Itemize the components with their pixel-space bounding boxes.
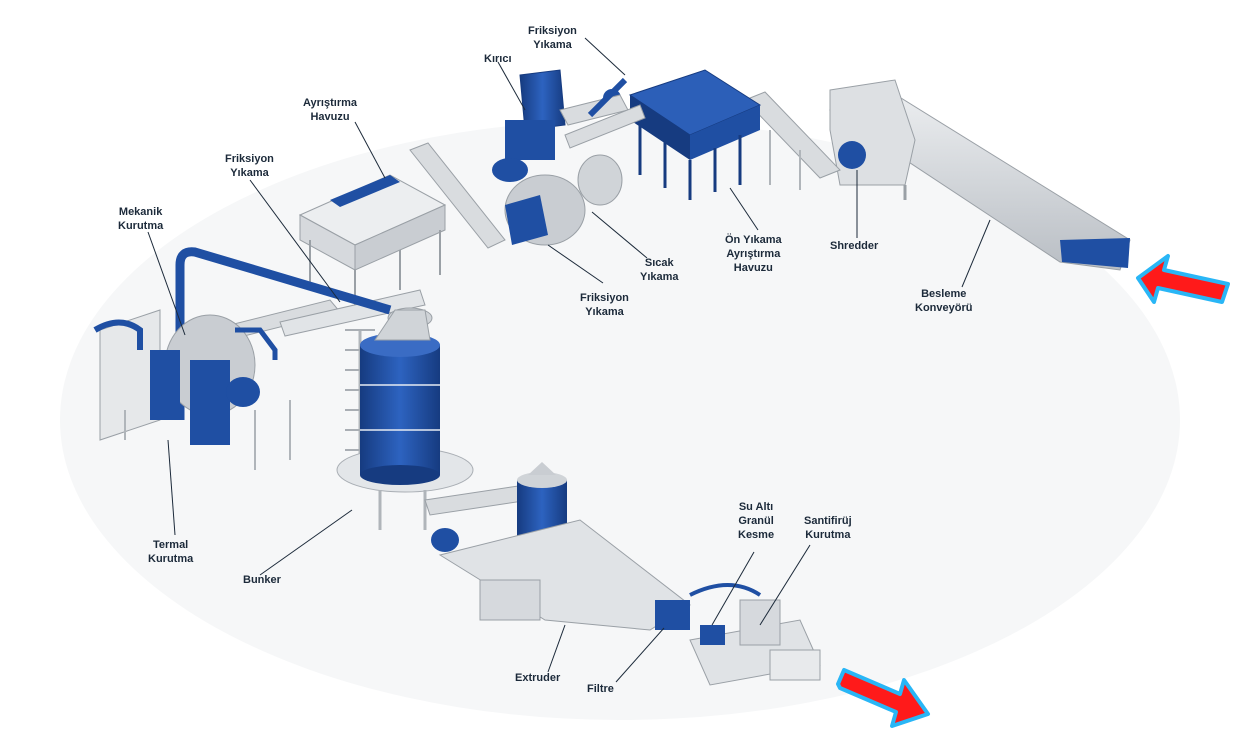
red-arrow-icon: [1138, 256, 1228, 302]
label-crusher: Kırıcı: [484, 52, 512, 66]
label-extruder: Extruder: [515, 671, 560, 685]
label-filter: Filtre: [587, 682, 614, 696]
label-shredder: Shredder: [830, 239, 878, 253]
label-bunker: Bunker: [243, 573, 281, 587]
